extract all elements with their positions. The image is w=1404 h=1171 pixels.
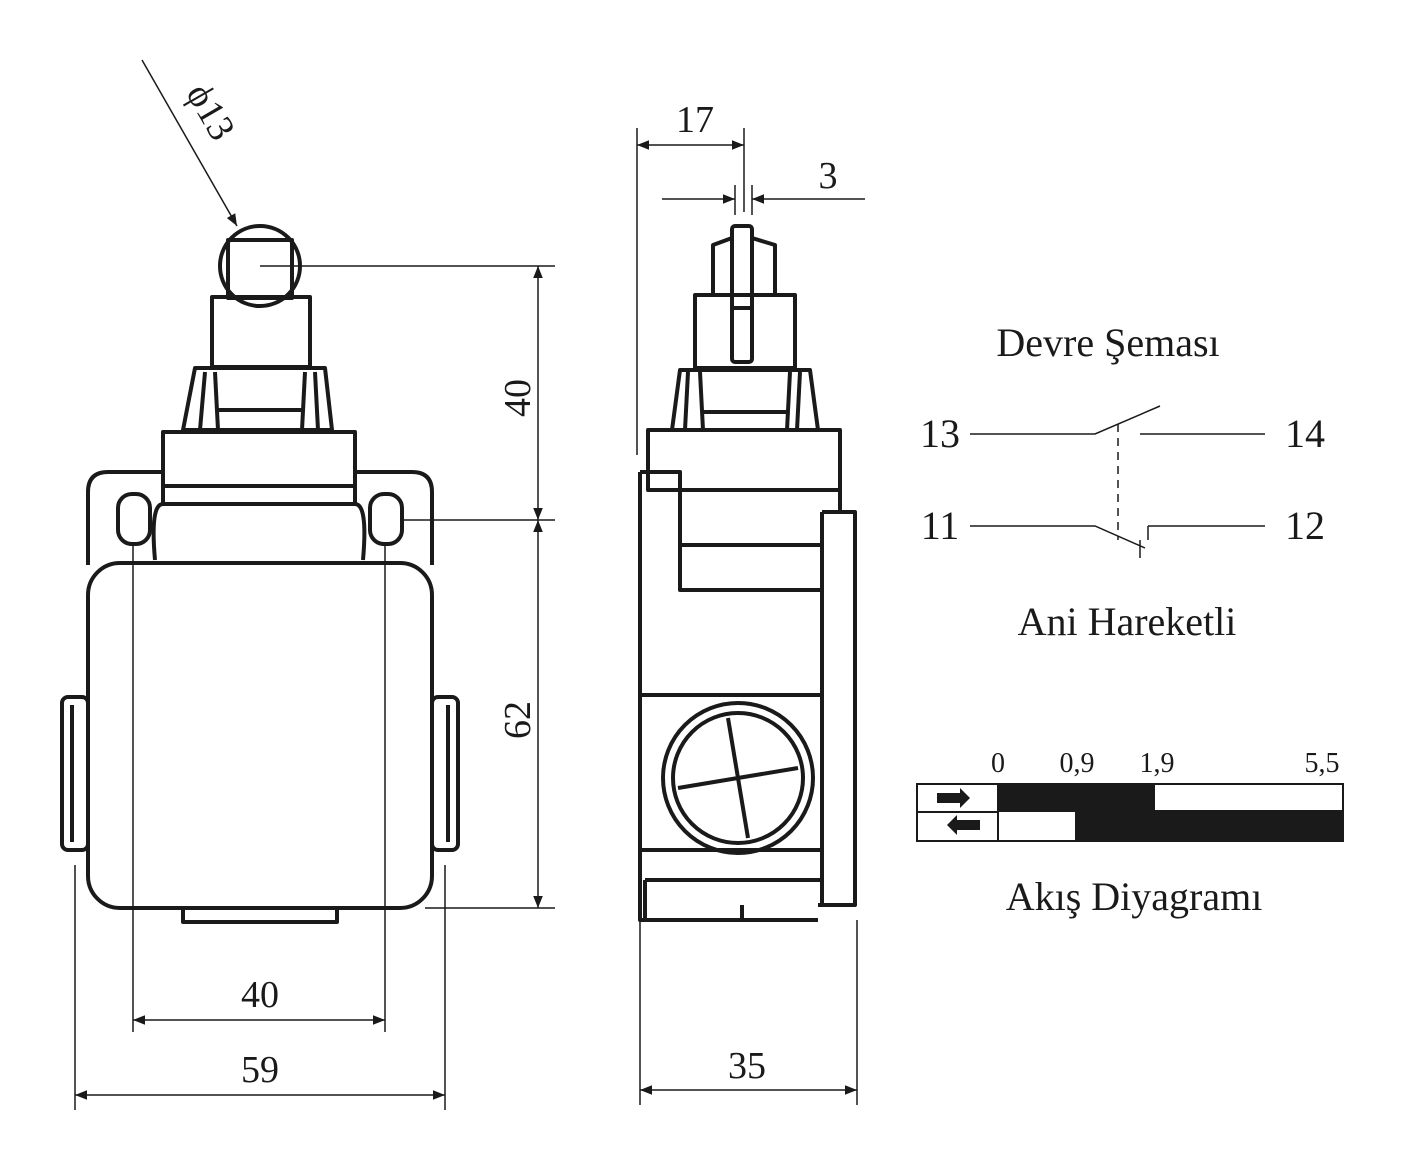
flow-diagram-title: Akış Diyagramı xyxy=(1006,874,1263,919)
flow-diagram: 0 0,9 1,9 5,5 Akış Diyagramı xyxy=(916,748,1344,919)
tick-label: 1,9 xyxy=(1140,748,1175,779)
mounting-hole-left xyxy=(116,492,152,546)
tick-label: 0,9 xyxy=(1060,748,1095,779)
circuit-title: Devre Şeması xyxy=(996,320,1219,365)
terminal-12: 12 xyxy=(1285,503,1325,548)
arrow-right-icon xyxy=(937,788,970,808)
terminal-13: 13 xyxy=(920,411,960,456)
mounting-hole-right xyxy=(368,492,404,546)
tick-label: 5,5 xyxy=(1305,748,1340,779)
arrow-left-icon xyxy=(947,815,980,835)
switch-body xyxy=(86,561,434,910)
dim-hole-spacing: 40 xyxy=(241,974,279,1016)
switch-head xyxy=(646,428,842,492)
dim-plunger-width: 3 xyxy=(819,155,838,197)
screw xyxy=(661,701,815,855)
dim-offset: 17 xyxy=(676,99,714,141)
dim-height-upper: 40 xyxy=(497,379,539,417)
side-view: 17 3 35 xyxy=(636,99,865,1105)
switch-type: Ani Hareketli xyxy=(1018,599,1237,644)
dim-width: 59 xyxy=(241,1049,279,1091)
return-closed-bar xyxy=(1075,812,1343,841)
tick-label: 0 xyxy=(991,748,1005,779)
forward-closed-bar xyxy=(998,784,1155,812)
terminal-11: 11 xyxy=(921,503,960,548)
circuit-diagram: Devre Şeması 13 14 11 12 Ani Hareketli xyxy=(920,320,1325,644)
roller-diameter-label: ϕ13 xyxy=(178,76,243,147)
front-view: ϕ13 40 62 40 59 xyxy=(60,59,555,1110)
dim-height-lower: 62 xyxy=(497,701,539,739)
dim-depth: 35 xyxy=(728,1045,766,1087)
switch-head xyxy=(161,430,357,506)
terminal-14: 14 xyxy=(1285,411,1325,456)
